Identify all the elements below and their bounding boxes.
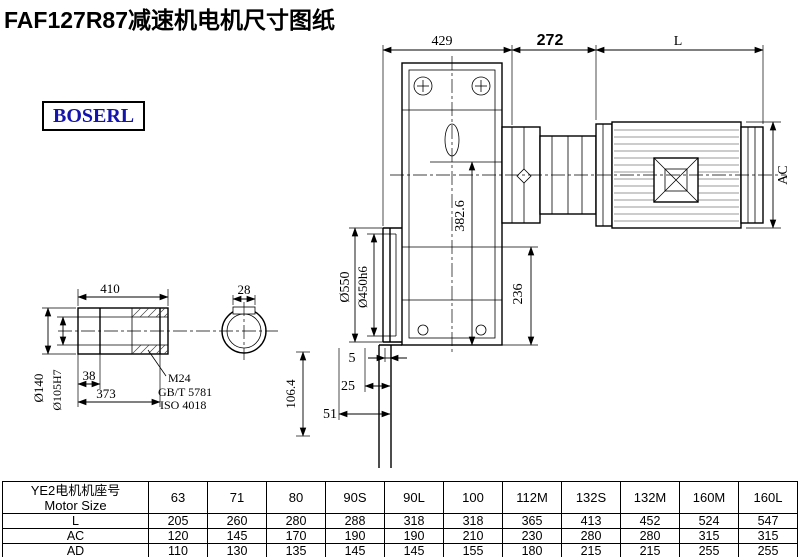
cell-AD-160l: 255 [738,543,798,557]
cell-AC-160l: 315 [738,528,798,544]
row-label-AC: AC [2,528,149,544]
cell-L-80: 280 [266,513,326,529]
dim-410-label: 410 [100,281,120,296]
dim-5-label: 5 [349,351,356,366]
dim-L-label: L [674,34,683,49]
cell-L-63: 205 [148,513,208,529]
cell-L-160m: 524 [679,513,739,529]
dim-25-label: 25 [341,379,355,394]
cell-AD-71: 130 [207,543,267,557]
thread-callout-m24: M24 [168,371,191,385]
thread-leader-line [147,349,167,377]
cell-L-112m: 365 [502,513,562,529]
dimension-lines [44,46,777,437]
motor-size-table: YE2电机机座号 Motor Size 63 71 80 90S 90L 100… [2,481,798,557]
cell-L-160l: 547 [738,513,798,529]
dim-phi450-label: Ø450h6 [355,266,370,308]
cell-AC-71: 145 [207,528,267,544]
size-col-100: 100 [443,481,503,514]
cell-AC-160m: 315 [679,528,739,544]
dim-phi140-label: Ø140 [31,374,46,403]
size-col-160m: 160M [679,481,739,514]
cell-AD-132s: 215 [561,543,621,557]
cell-L-71: 260 [207,513,267,529]
table-row-L: L 205 260 280 288 318 318 365 413 452 52… [2,513,798,529]
cell-AD-132m: 215 [620,543,680,557]
cell-AC-100: 210 [443,528,503,544]
dim-429-label: 429 [432,34,453,49]
cell-AD-90l: 145 [384,543,444,557]
motor-size-header-en: Motor Size [44,497,107,513]
dim-106-4-label: 106.4 [283,379,298,409]
brand-logo: BOSERL [42,101,146,131]
technical-drawing: 429 272 L AC Ø550 Ø450h6 382.6 236 410 2… [31,32,791,468]
cell-AD-90s: 145 [325,543,385,557]
cell-AC-90s: 190 [325,528,385,544]
dim-AC-label: AC [776,165,791,184]
cell-AD-63: 110 [148,543,208,557]
motor-fins [614,129,739,222]
size-col-132m: 132M [620,481,680,514]
cell-L-132s: 413 [561,513,621,529]
cell-AC-132m: 280 [620,528,680,544]
output-shaft-detail [77,307,169,377]
dim-28-label: 28 [238,282,251,297]
cell-AD-80: 135 [266,543,326,557]
dim-272-label: 272 [537,32,564,49]
output-flange [378,227,402,468]
size-col-80: 80 [266,481,326,514]
size-col-71: 71 [207,481,267,514]
dim-236-label: 236 [511,284,526,305]
cell-L-132m: 452 [620,513,680,529]
cell-AC-63: 120 [148,528,208,544]
dim-382-6-label: 382.6 [453,200,468,232]
thread-callout-gbt: GB/T 5781 [158,385,212,399]
cell-AD-160m: 255 [679,543,739,557]
dim-373-label: 373 [96,386,116,401]
cell-L-90s: 288 [325,513,385,529]
size-col-90l: 90L [384,481,444,514]
cell-AC-80: 170 [266,528,326,544]
table-header-row: YE2电机机座号 Motor Size 63 71 80 90S 90L 100… [2,481,798,514]
dim-phi105-label: Ø105H7 [50,369,64,410]
dim-phi550-label: Ø550 [338,271,353,302]
size-col-132s: 132S [561,481,621,514]
size-col-90s: 90S [325,481,385,514]
cell-AD-100: 155 [443,543,503,557]
size-col-63: 63 [148,481,208,514]
centerlines [58,56,786,360]
cell-AC-112m: 230 [502,528,562,544]
motor-size-header-cell: YE2电机机座号 Motor Size [2,481,149,514]
cell-AC-90l: 190 [384,528,444,544]
cell-L-90l: 318 [384,513,444,529]
oil-plug-diamond-icon [516,168,532,184]
table-row-AD: AD 110 130 135 145 145 155 180 215 215 2… [2,543,798,557]
dim-38-label: 38 [83,368,96,383]
cell-L-100: 318 [443,513,503,529]
thread-callout-iso: ISO 4018 [160,398,206,412]
row-label-L: L [2,513,149,529]
size-col-160l: 160L [738,481,798,514]
row-label-AD: AD [2,543,149,557]
motor-size-header-cn: YE2电机机座号 [30,482,121,498]
dim-51-label: 51 [323,407,337,422]
cell-AD-112m: 180 [502,543,562,557]
table-row-AC: AC 120 145 170 190 190 210 230 280 280 3… [2,528,798,544]
cell-AC-132s: 280 [561,528,621,544]
page-title: FAF127R87减速机电机尺寸图纸 [4,7,336,33]
shaft-hatching [131,307,169,355]
dimension-labels: 429 272 L AC Ø550 Ø450h6 382.6 236 410 2… [31,32,791,422]
size-col-112m: 112M [502,481,562,514]
